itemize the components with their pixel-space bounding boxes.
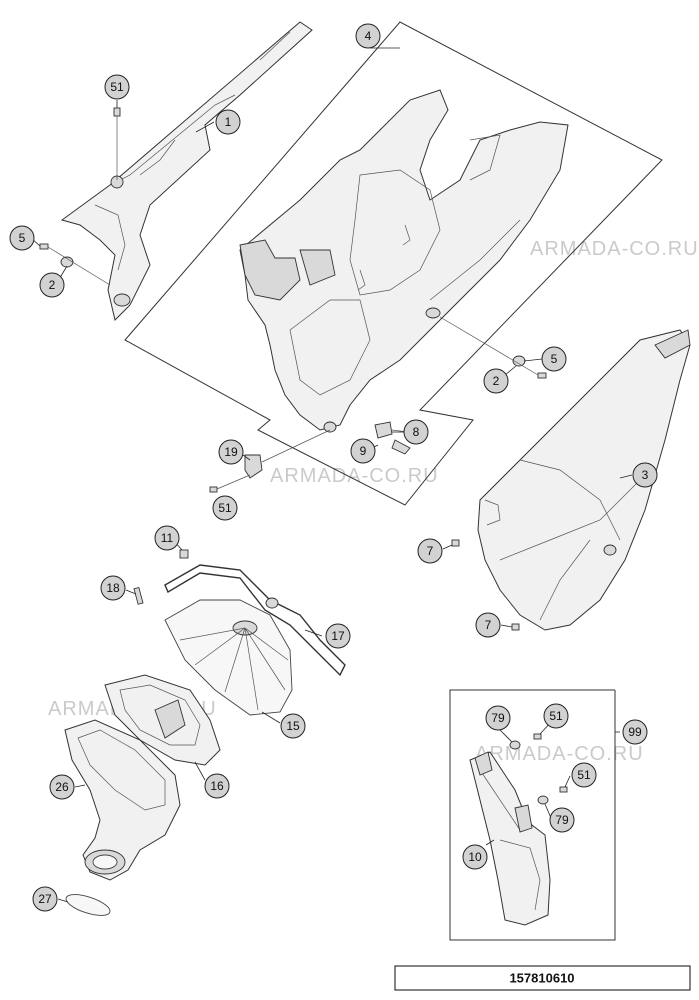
svg-text:51: 51 — [577, 768, 591, 782]
svg-text:16: 16 — [210, 779, 224, 793]
callout-5: 5 — [541, 346, 567, 372]
callout-15: 15 — [280, 713, 306, 739]
callout-19: 19 — [218, 439, 244, 465]
part-16-filter-holder — [104, 674, 221, 766]
callout-79: 79 — [485, 705, 511, 731]
leader-lines — [30, 47, 633, 903]
document-number-box: 157810610 — [394, 965, 691, 991]
part-10-cover — [469, 751, 551, 926]
callout-10: 10 — [462, 844, 488, 870]
svg-text:9: 9 — [360, 444, 367, 458]
callout-3: 3 — [632, 462, 658, 488]
screws-7 — [451, 539, 520, 631]
part-4-airbox — [239, 89, 569, 433]
watermark-center: ARMADA-CO.RU — [270, 465, 439, 487]
part-26-intake-boot — [64, 719, 181, 881]
callout-16: 16 — [204, 773, 230, 799]
svg-text:79: 79 — [491, 711, 505, 725]
callout-8: 8 — [403, 419, 429, 445]
svg-text:51: 51 — [549, 709, 563, 723]
part-17-filter-cage — [164, 564, 346, 677]
callout-9: 9 — [350, 438, 376, 464]
svg-text:18: 18 — [106, 581, 120, 595]
callout-51: 51 — [212, 495, 238, 521]
document-number: 157810610 — [509, 971, 574, 986]
part-27-clamp — [65, 894, 111, 916]
washer-screw-left — [39, 243, 111, 286]
svg-text:79: 79 — [555, 813, 569, 827]
svg-text:10: 10 — [468, 850, 482, 864]
svg-text:51: 51 — [110, 80, 124, 94]
svg-text:7: 7 — [427, 544, 434, 558]
svg-text:2: 2 — [49, 278, 56, 292]
callout-7: 7 — [417, 538, 443, 564]
callout-1: 1 — [215, 109, 241, 135]
callout-7: 7 — [475, 612, 501, 638]
watermark-top-right: ARMADA-CO.RU — [530, 238, 699, 260]
bracket-19 — [209, 429, 331, 493]
part-15-air-filter — [164, 599, 293, 716]
callout-51: 51 — [571, 762, 597, 788]
screw-51-top — [113, 107, 121, 180]
fasteners-79-51 — [509, 733, 568, 805]
assembly-frame-4 — [124, 21, 663, 506]
svg-text:5: 5 — [551, 352, 558, 366]
callout-51: 51 — [543, 703, 569, 729]
svg-text:5: 5 — [19, 231, 26, 245]
callout-26: 26 — [49, 774, 75, 800]
callout-27: 27 — [32, 886, 58, 912]
clip-8-9 — [374, 421, 411, 455]
callout-11: 11 — [154, 525, 180, 551]
svg-text:3: 3 — [642, 468, 649, 482]
svg-text:15: 15 — [286, 719, 300, 733]
svg-text:4: 4 — [365, 29, 372, 43]
callout-4: 4 — [355, 23, 381, 49]
watermark-bottom-right: ARMADA-CO.RU — [475, 743, 644, 765]
part-1-frame-protector — [60, 21, 313, 321]
svg-text:11: 11 — [161, 531, 174, 545]
svg-text:51: 51 — [218, 501, 232, 515]
callout-2: 2 — [39, 272, 65, 298]
callout-17: 17 — [325, 623, 351, 649]
washer-screw-right — [439, 316, 547, 379]
svg-text:2: 2 — [493, 374, 500, 388]
svg-text:7: 7 — [485, 618, 492, 632]
svg-text:1: 1 — [225, 115, 232, 129]
svg-text:99: 99 — [628, 725, 642, 739]
callout-79: 79 — [549, 807, 575, 833]
svg-text:19: 19 — [224, 445, 238, 459]
callout-99: 99 — [622, 719, 648, 745]
svg-text:17: 17 — [331, 629, 345, 643]
callout-5: 5 — [9, 225, 35, 251]
callout-51: 51 — [104, 74, 130, 100]
svg-text:26: 26 — [55, 780, 69, 794]
svg-text:8: 8 — [413, 425, 420, 439]
small-parts-11-18 — [133, 549, 189, 605]
assembly-frame-99 — [449, 689, 616, 941]
callouts: 51 1 4 5 2 5 2 8 9 19 3 51 11 7 18 7 17 … — [9, 23, 658, 912]
svg-text:27: 27 — [38, 892, 52, 906]
callout-2: 2 — [483, 368, 509, 394]
callout-18: 18 — [100, 575, 126, 601]
part-3-side-cover — [477, 329, 691, 631]
